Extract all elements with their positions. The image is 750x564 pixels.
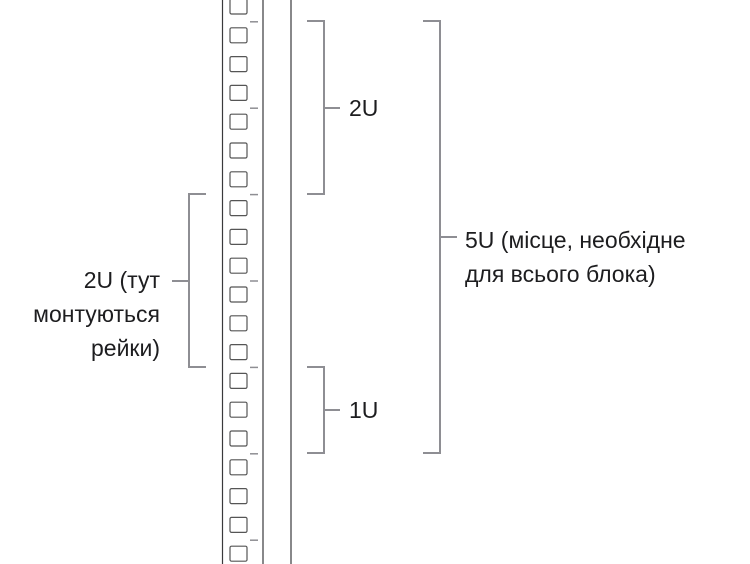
- rail-hole: [229, 488, 248, 505]
- bracket-total-5u: [423, 20, 457, 454]
- rail-hole: [229, 459, 248, 476]
- rail-hole: [229, 257, 248, 274]
- label-rails-line-2: монтуються: [33, 301, 160, 327]
- rail-hole: [229, 84, 248, 102]
- label-total-line-2: для всього блока): [465, 261, 656, 287]
- rail-hole: [229, 55, 248, 73]
- rail-hole: [229, 315, 248, 332]
- rail-hole: [229, 516, 248, 534]
- rail-hole: [229, 545, 248, 562]
- rail-holes: [229, 0, 248, 562]
- rail-hole: [229, 171, 248, 188]
- bracket-rails-2u: [172, 193, 206, 368]
- rack-rail: [221, 0, 292, 564]
- rail-hole: [229, 0, 248, 15]
- rail-hole: [229, 286, 248, 303]
- label-total-line-1: 5U (місце, необхідне: [465, 227, 686, 253]
- rail-hole: [229, 200, 248, 217]
- rail-hole: [229, 401, 248, 418]
- rail-hole: [229, 27, 248, 44]
- bracket-lower-1u: [307, 366, 340, 454]
- bracket-upper-2u: [307, 20, 340, 195]
- rail-hole: [229, 113, 248, 130]
- rail-hole: [229, 142, 248, 159]
- label-lower-1u: 1U: [349, 397, 378, 423]
- label-upper-2u: 2U: [349, 95, 378, 121]
- rail-hole: [229, 228, 248, 245]
- rail-hole: [229, 430, 248, 447]
- label-rails-line-1: 2U (тут: [84, 267, 161, 293]
- rail-hole: [229, 372, 248, 389]
- rail-hole: [229, 344, 248, 361]
- unit-boundary-ticks: [250, 21, 258, 541]
- label-rails-line-3: рейки): [91, 335, 160, 361]
